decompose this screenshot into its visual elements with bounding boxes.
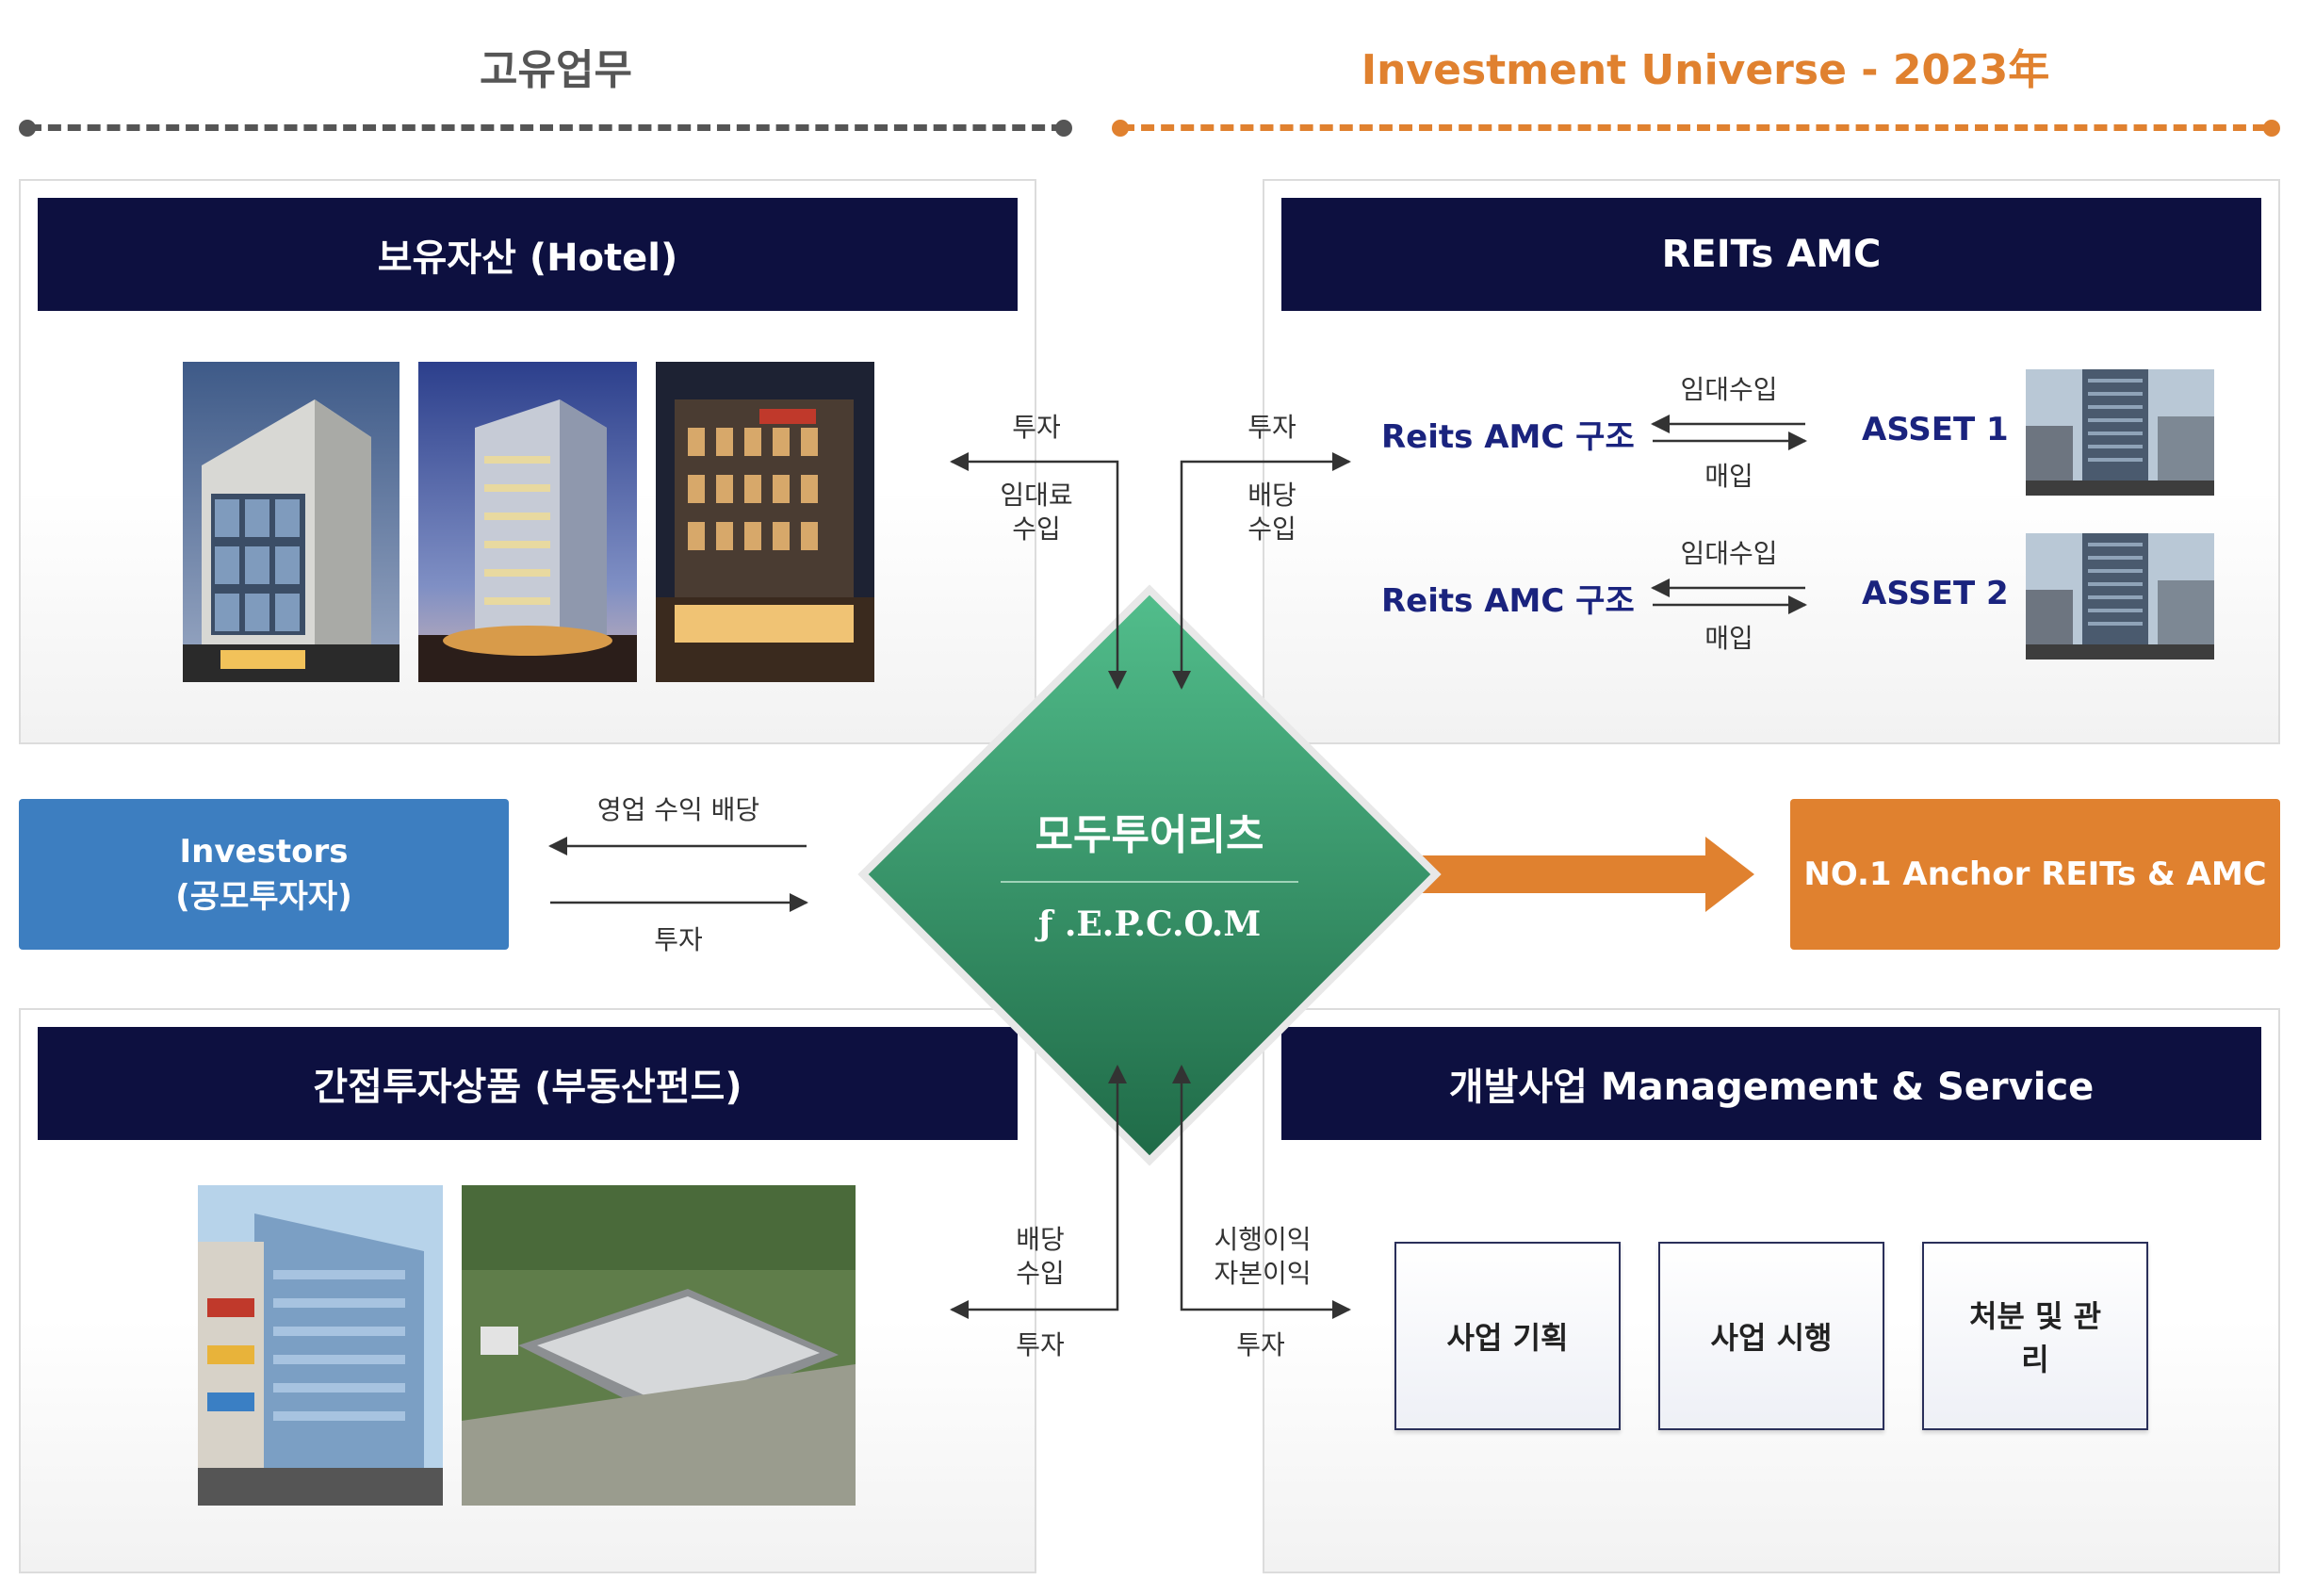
center-title: 모두투어리츠 (961, 801, 1338, 861)
center-diamond (863, 590, 1436, 1161)
goal-arrow (1413, 837, 1754, 912)
center-subtitle: ƒ .E.P.C.O.M (961, 904, 1338, 944)
